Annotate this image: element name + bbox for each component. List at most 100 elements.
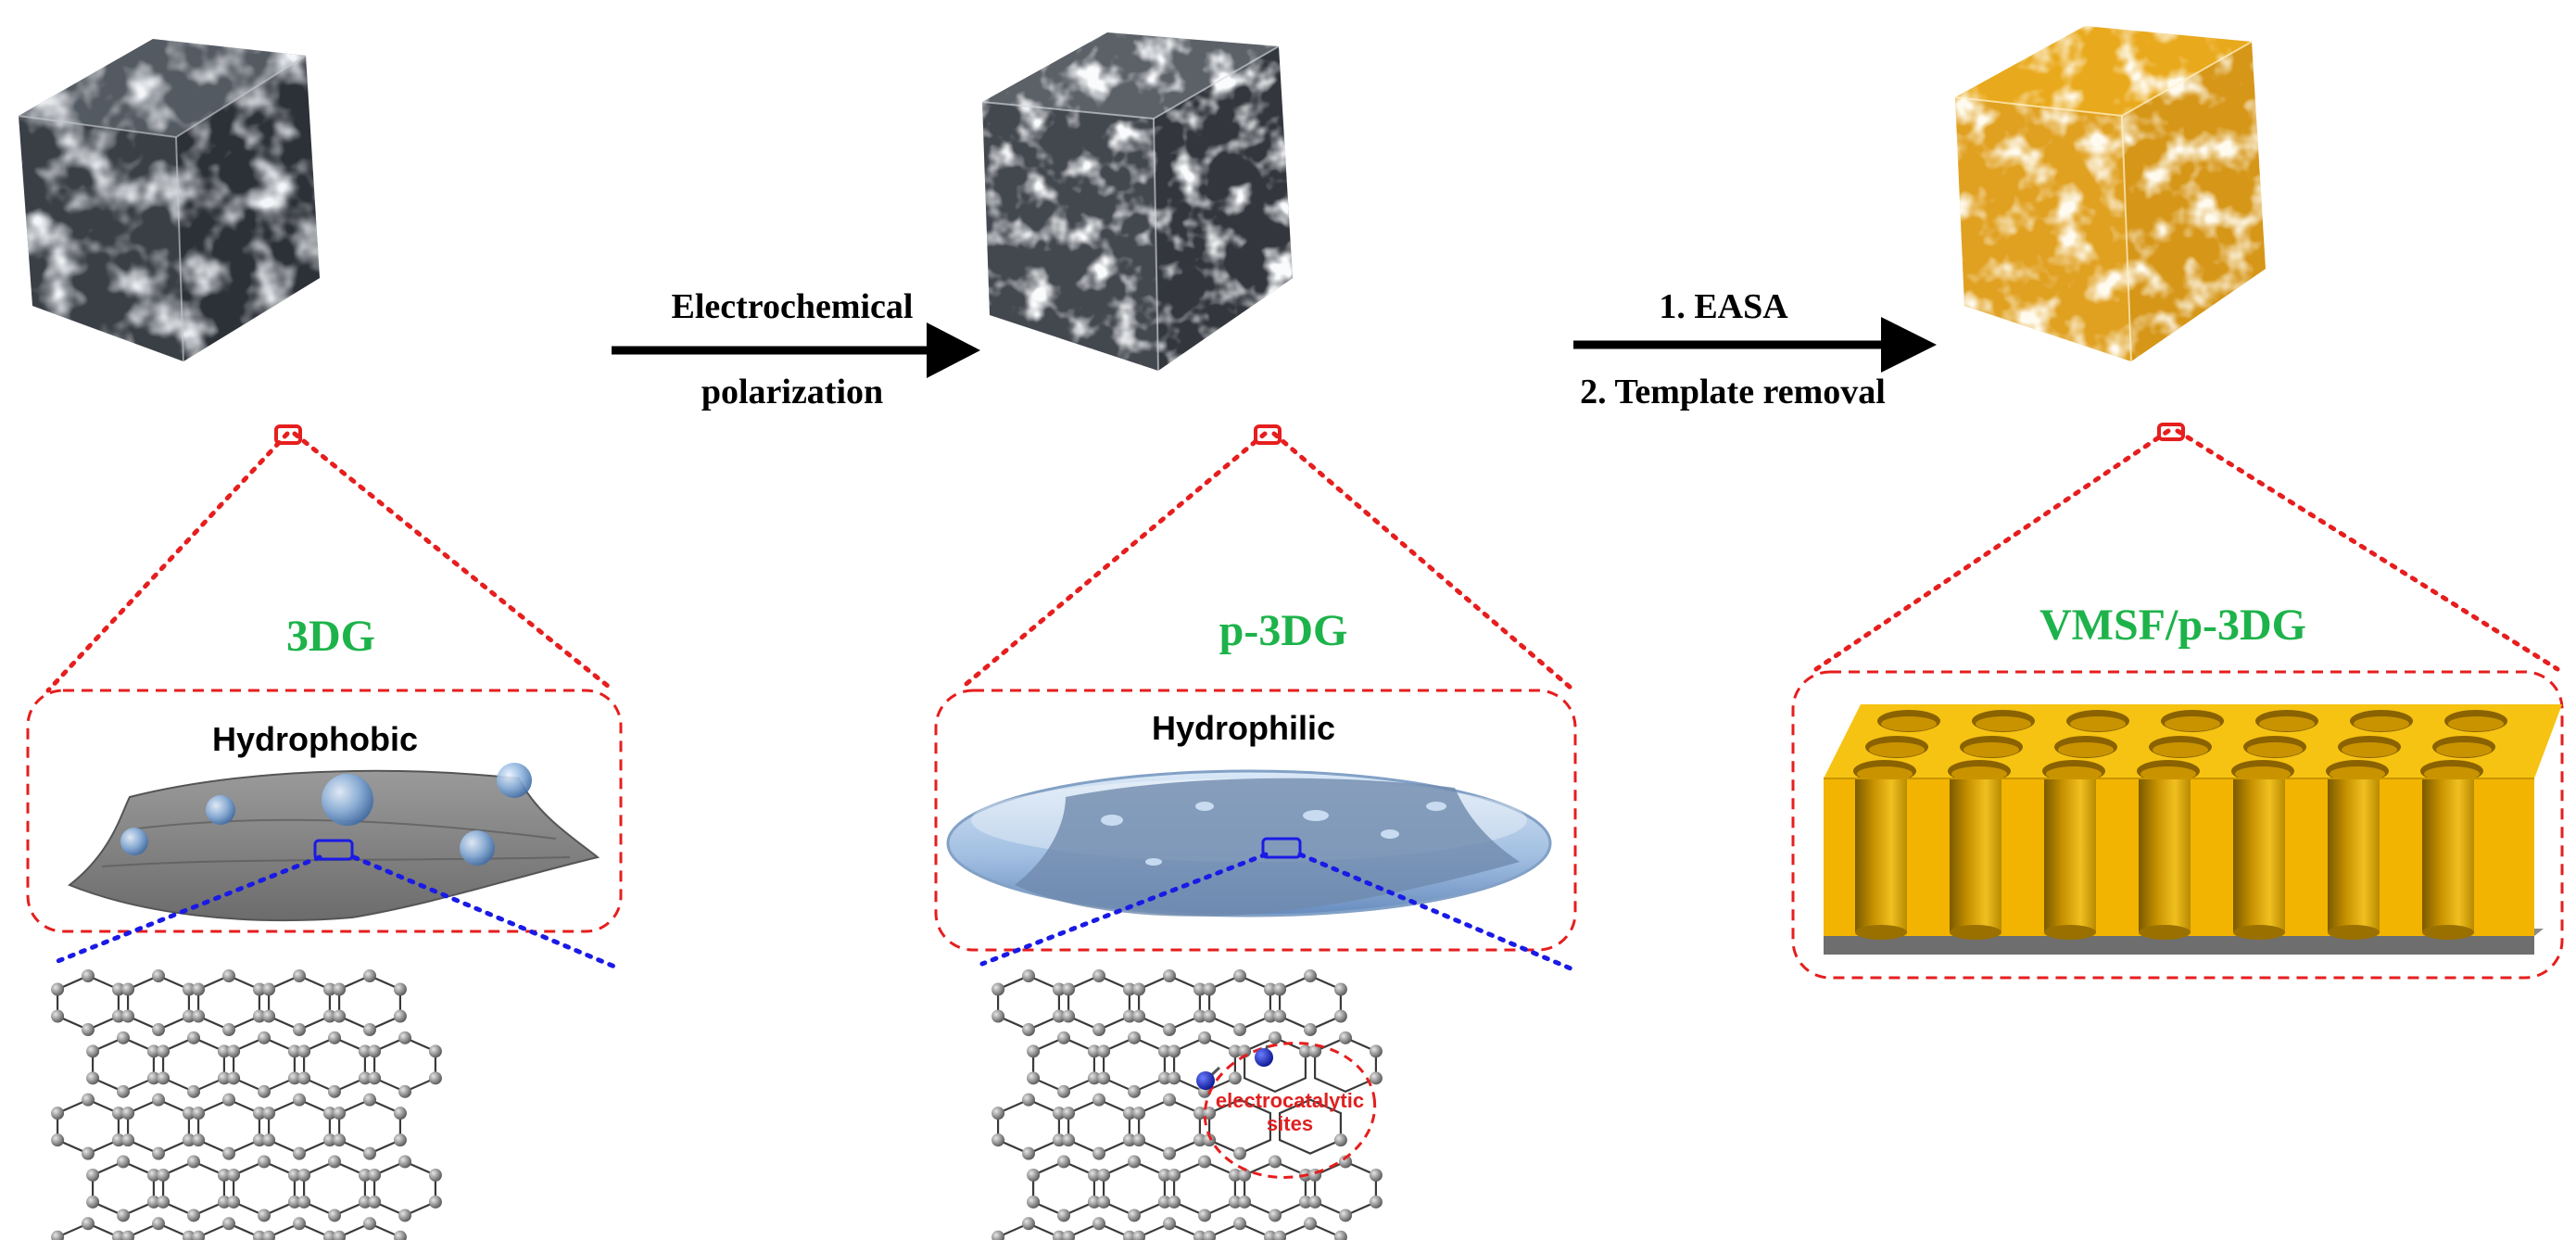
substrate-layer [1824,936,2534,955]
carbon-atom-icon [428,1195,442,1208]
carbon-atom-icon [333,1107,347,1120]
water-droplet-icon [206,795,235,825]
carbon-atom-icon [1273,982,1287,996]
carbon-atom-icon [1238,1168,1252,1182]
carbon-atom-icon [1092,969,1105,982]
stage-label-3dg: 3DG [286,612,375,661]
carbon-atom-icon [1128,1155,1141,1169]
carbon-atom-icon [1062,982,1076,996]
carbon-atom-icon [398,1208,411,1222]
carbon-atom-icon [146,1071,160,1085]
carbon-atom-icon [1087,1071,1101,1085]
carbon-atom-icon [1369,1071,1383,1085]
carbon-atom-icon [1122,1107,1136,1120]
zoom-guides-blue [48,852,1573,971]
carbon-atom-icon [192,982,206,996]
carbon-atom-icon [358,1044,372,1058]
carbon-atom-icon [428,1044,442,1058]
carbon-atom-icon [363,969,376,982]
carbon-atom-icon [1132,1133,1146,1147]
carbon-atom-icon [152,1146,165,1160]
carbon-atom-icon [51,982,65,996]
pore-channel [2044,778,2096,932]
carbon-atom-icon [1092,1093,1105,1107]
carbon-atom-icon [258,1031,271,1044]
oxygen-atom-icon [1196,1071,1215,1090]
carbon-atom-icon [1163,1023,1176,1036]
carbon-atom-icon [287,1071,301,1085]
carbon-atom-icon [1339,1031,1352,1044]
inset-title-hydrophilic: Hydrophilic [1152,709,1335,747]
carbon-atom-icon [82,1217,95,1231]
carbon-atom-icon [217,1071,231,1085]
carbon-atom-icon [157,1168,170,1182]
carbon-atom-icon [1062,1230,1076,1240]
carbon-atom-icon [152,1217,165,1231]
carbon-atom-icon [1092,1217,1105,1231]
carbon-atom-icon [1052,1133,1066,1147]
carbon-atom-icon [322,1009,336,1023]
carbon-atom-icon [262,1133,276,1147]
carbon-atom-icon [1157,1071,1171,1085]
carbon-atom-icon [157,1071,170,1085]
carbon-atom-icon [1333,1230,1347,1240]
carbon-atom-icon [192,1230,206,1240]
carbon-atom-icon [258,1208,271,1222]
carbon-atom-icon [121,1107,135,1120]
carbon-atom-icon [393,1009,407,1023]
carbon-atom-icon [117,1031,130,1044]
carbon-atom-icon [187,1031,200,1044]
carbon-atom-icon [393,982,407,996]
carbon-atom-icon [51,1107,65,1120]
carbon-atom-icon [146,1044,160,1058]
carbon-atom-icon [82,1146,95,1160]
carbon-atom-icon [358,1195,372,1208]
electrocatalytic-sites-callout: electrocatalytic sites [1196,1042,1377,1179]
carbon-atom-icon [187,1208,200,1222]
carbon-atom-icon [328,1031,341,1044]
carbon-atom-icon [117,1084,130,1098]
stage-label-p3dg: p-3DG [1219,606,1348,655]
carbon-atom-icon [428,1071,442,1085]
carbon-atom-icon [222,1146,235,1160]
carbon-atom-icon [1233,1146,1246,1160]
carbon-atom-icon [1087,1168,1101,1182]
carbon-atom-icon [1228,1168,1242,1182]
carbon-atom-icon [121,1009,135,1023]
carbon-atom-icon [1308,1044,1322,1058]
hydrophilic-inset: Hydrophilic [934,689,1577,952]
carbon-atom-icon [1193,982,1206,996]
carbon-atom-icon [82,969,95,982]
carbon-atom-icon [222,1023,235,1036]
carbon-atom-icon [1057,1155,1070,1169]
polarization-step: Electrochemical polarization [612,287,980,411]
carbon-atom-icon [322,1107,336,1120]
carbon-atom-icon [217,1168,231,1182]
carbon-atom-icon [182,1133,196,1147]
carbon-atom-icon [1128,1208,1141,1222]
carbon-atom-icon [293,1093,306,1107]
graphene-lattice-icon [51,969,442,1240]
carbon-atom-icon [252,1133,266,1147]
carbon-atom-icon [1097,1044,1111,1058]
water-droplet-icon [322,774,373,826]
carbon-atom-icon [1233,1217,1246,1231]
stage-label-vmsf: VMSF/p-3DG [2039,601,2306,650]
carbon-atom-icon [152,1093,165,1107]
pore-channel [1855,778,1907,932]
carbon-atom-icon [991,1009,1005,1023]
carbon-atom-icon [358,1071,372,1085]
carbon-atom-icon [1122,1133,1136,1147]
graphene-sheet-icon [68,769,600,922]
carbon-atom-icon [187,1084,200,1098]
carbon-atom-icon [1132,1107,1146,1120]
carbon-atom-icon [1052,1009,1066,1023]
carbon-atom-icon [157,1195,170,1208]
step-label-line1: 1. EASA [1659,287,1788,326]
carbon-atom-icon [1027,1195,1041,1208]
carbon-atom-icon [1052,1107,1066,1120]
water-droplet-icon [120,828,148,855]
process-arrow-2-head [1881,317,1937,373]
carbon-atom-icon [262,982,276,996]
